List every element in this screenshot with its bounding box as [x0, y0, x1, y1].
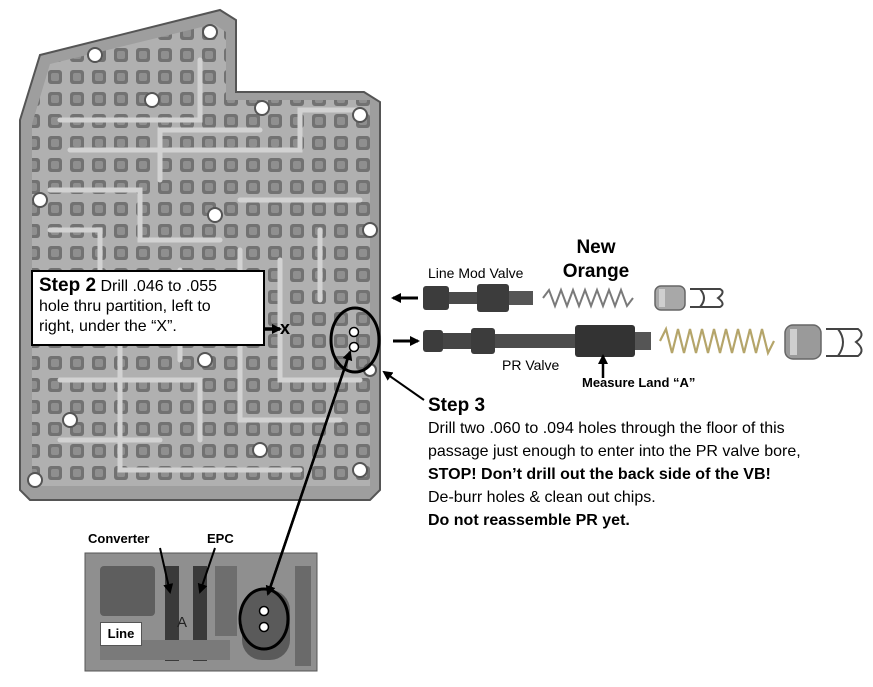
step3-line1: Drill two .060 to .094 holes through the…	[428, 420, 785, 437]
step2-callout: Step 2 Drill .046 to .055 hole thru part…	[31, 270, 265, 346]
step2-line1: Drill .046 to .055	[96, 278, 217, 295]
inset-holes-ellipse	[238, 587, 290, 651]
step3-line4: De-burr holes & clean out chips.	[428, 489, 656, 506]
arrow-step3-to-bore	[382, 370, 425, 401]
step3-line5: Do not reassemble PR yet.	[428, 512, 630, 529]
a-mark: A	[177, 614, 188, 631]
step3-line3: STOP! Don’t drill out the back side of t…	[428, 466, 771, 483]
inset-hole-1	[258, 605, 270, 617]
inset-photo	[84, 552, 318, 672]
epc-label: EPC	[207, 531, 234, 546]
step2-line3: right, under the “X”.	[39, 318, 177, 335]
step2-heading: Step 2	[39, 275, 97, 296]
arrow-bore-to-inset	[265, 351, 352, 596]
arrow-epc	[197, 547, 216, 594]
measure-land-label: Measure Land “A”	[582, 375, 696, 390]
new-orange-line2: Orange	[562, 261, 630, 282]
step3-text: Step 3 Drill two .060 to .094 holes thro…	[428, 394, 801, 532]
step2-line2: hole thru partition, left to	[39, 298, 211, 315]
line-mod-valve-label: Line Mod Valve	[428, 265, 524, 281]
pr-hole-1	[348, 326, 360, 338]
pr-bore-ellipse	[329, 306, 381, 374]
pr-valve-assembly	[423, 324, 863, 360]
new-orange-label: New Orange	[556, 236, 636, 284]
arrows	[159, 293, 608, 596]
step3-heading: Step 3	[428, 395, 486, 416]
line-label: Line	[100, 622, 142, 646]
x-mark: x	[280, 318, 291, 338]
converter-label: Converter	[88, 531, 150, 546]
step3-line2: passage just enough to enter into the PR…	[428, 443, 801, 460]
line-mod-valve-assembly	[423, 284, 724, 312]
inset-hole-2	[258, 621, 270, 633]
pr-valve-label: PR Valve	[502, 357, 560, 373]
pr-hole-2	[348, 341, 360, 353]
arrow-converter	[159, 547, 174, 594]
valve-body-casting	[19, 8, 381, 501]
new-orange-line1: New	[576, 237, 616, 258]
